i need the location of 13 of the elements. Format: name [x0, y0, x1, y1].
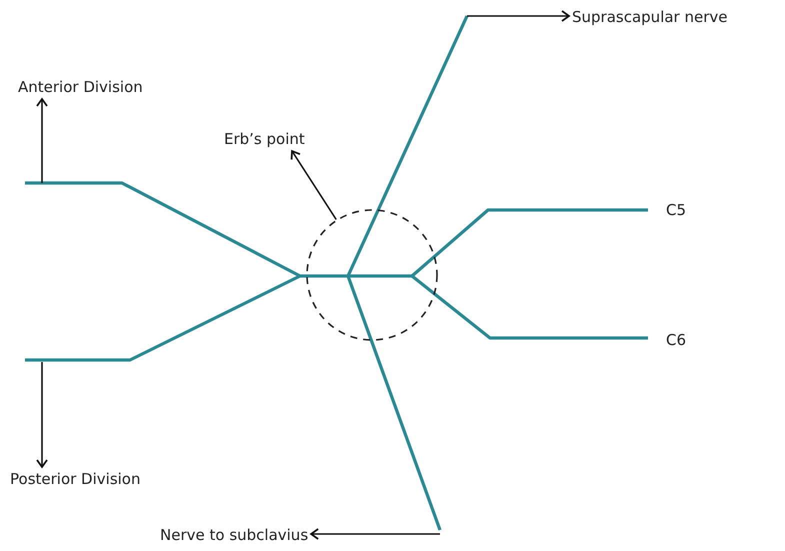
leader-arrow: [290, 150, 337, 220]
leader-arrow: [36, 362, 48, 468]
leader-arrow: [310, 528, 440, 540]
callout-label: Anterior Division: [18, 78, 143, 96]
callout-label: Erb’s point: [224, 130, 305, 148]
callout-label: Suprascapular nerve: [572, 8, 728, 26]
callout-label: Nerve to subclavius: [160, 526, 308, 544]
leader-arrow: [36, 98, 48, 183]
nerve-root-label: C5: [666, 201, 686, 219]
nerve-root-label: C6: [666, 331, 686, 349]
leader-arrow: [467, 10, 570, 22]
dashed-circle: [306, 209, 438, 341]
callout-label: Posterior Division: [10, 470, 140, 488]
